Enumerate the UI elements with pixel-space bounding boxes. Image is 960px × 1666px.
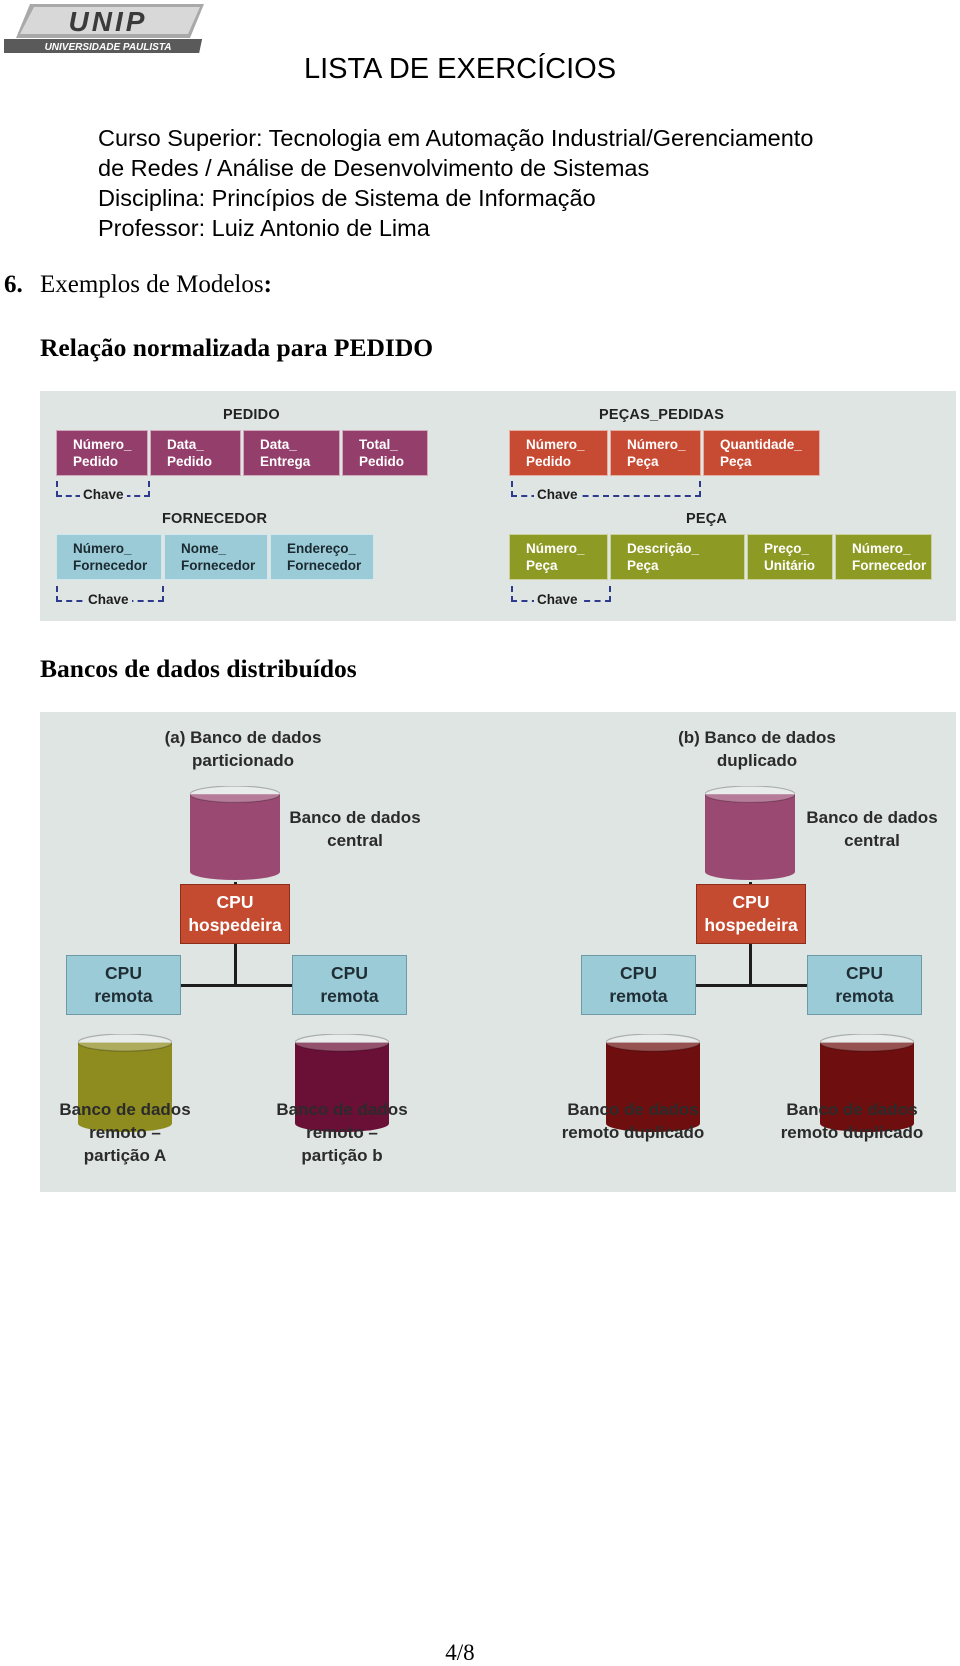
field-endereco-fornecedor: Endereço_Fornecedor <box>270 534 374 580</box>
field-numero-pedido: Número_Pedido <box>509 430 608 476</box>
field-descricao-peca: Descrição_Peça <box>610 534 745 580</box>
professor-line: Professor: Luiz Antonio de Lima <box>98 215 430 241</box>
connector-line <box>696 984 807 987</box>
connector-line <box>234 944 237 986</box>
field-total-pedido: Total_Pedido <box>342 430 428 476</box>
field-preco-unitario: Preço_Unitário <box>747 534 833 580</box>
field-numero-fornecedor: Número_Fornecedor <box>56 534 162 580</box>
normalized-heading: Relação normalizada para PEDIDO <box>40 333 434 362</box>
section-title-colon: : <box>263 271 272 298</box>
field-numero-peca: Número_Peça <box>509 534 608 580</box>
page-number: 4/8 <box>445 1640 475 1665</box>
distributed-heading: Bancos de dados distribuídos <box>40 654 357 683</box>
svg-text:UNIVERSIDADE PAULISTA: UNIVERSIDADE PAULISTA <box>45 42 172 53</box>
field-quantidade-peca: Quantidade_Peça <box>703 430 820 476</box>
section-title-text: Exemplos de Modelos <box>40 271 264 298</box>
section-title: Exemplos de Modelos: <box>40 271 272 299</box>
page-title: LISTA DE EXERCÍCIOS <box>303 53 617 85</box>
connector-line <box>181 984 292 987</box>
field-data-entrega: Data_Entrega <box>243 430 340 476</box>
svg-text:UNIP: UNIP <box>69 6 148 37</box>
field-numero-peca: Número_Peça <box>610 430 701 476</box>
key-label: Chave <box>85 592 132 607</box>
normalized-relations-figure: PEDIDO Número_Pedido Data_Pedido Data_En… <box>40 391 956 621</box>
table-name-fornecedor: FORNECEDOR <box>162 511 268 527</box>
unip-logo: UNIP UNIVERSIDADE PAULISTA <box>4 4 204 53</box>
field-numero-pedido: Número_Pedido <box>56 430 148 476</box>
key-label: Chave <box>534 487 581 502</box>
discipline-line: Disciplina: Princípios de Sistema de Inf… <box>98 185 596 211</box>
key-brace <box>511 481 701 497</box>
key-label: Chave <box>534 592 581 607</box>
table-name-pedido: PEDIDO <box>223 407 280 423</box>
section-number: 6. <box>4 271 23 298</box>
table-name-pecas-pedidas: PEÇAS_PEDIDAS <box>599 407 725 423</box>
course-line-2: de Redes / Análise de Desenvolvimento de… <box>98 155 650 181</box>
field-nome-fornecedor: Nome_Fornecedor <box>164 534 268 580</box>
central-db-cylinder-b <box>705 786 795 880</box>
key-label: Chave <box>80 487 127 502</box>
field-numero-fornecedor: Número_Fornecedor <box>835 534 932 580</box>
field-data-pedido: Data_Pedido <box>150 430 241 476</box>
table-name-peca: PEÇA <box>686 511 728 527</box>
central-db-cylinder-a <box>190 786 280 880</box>
course-line-1: Curso Superior: Tecnologia em Automação … <box>98 125 814 151</box>
connector-line <box>749 944 752 986</box>
